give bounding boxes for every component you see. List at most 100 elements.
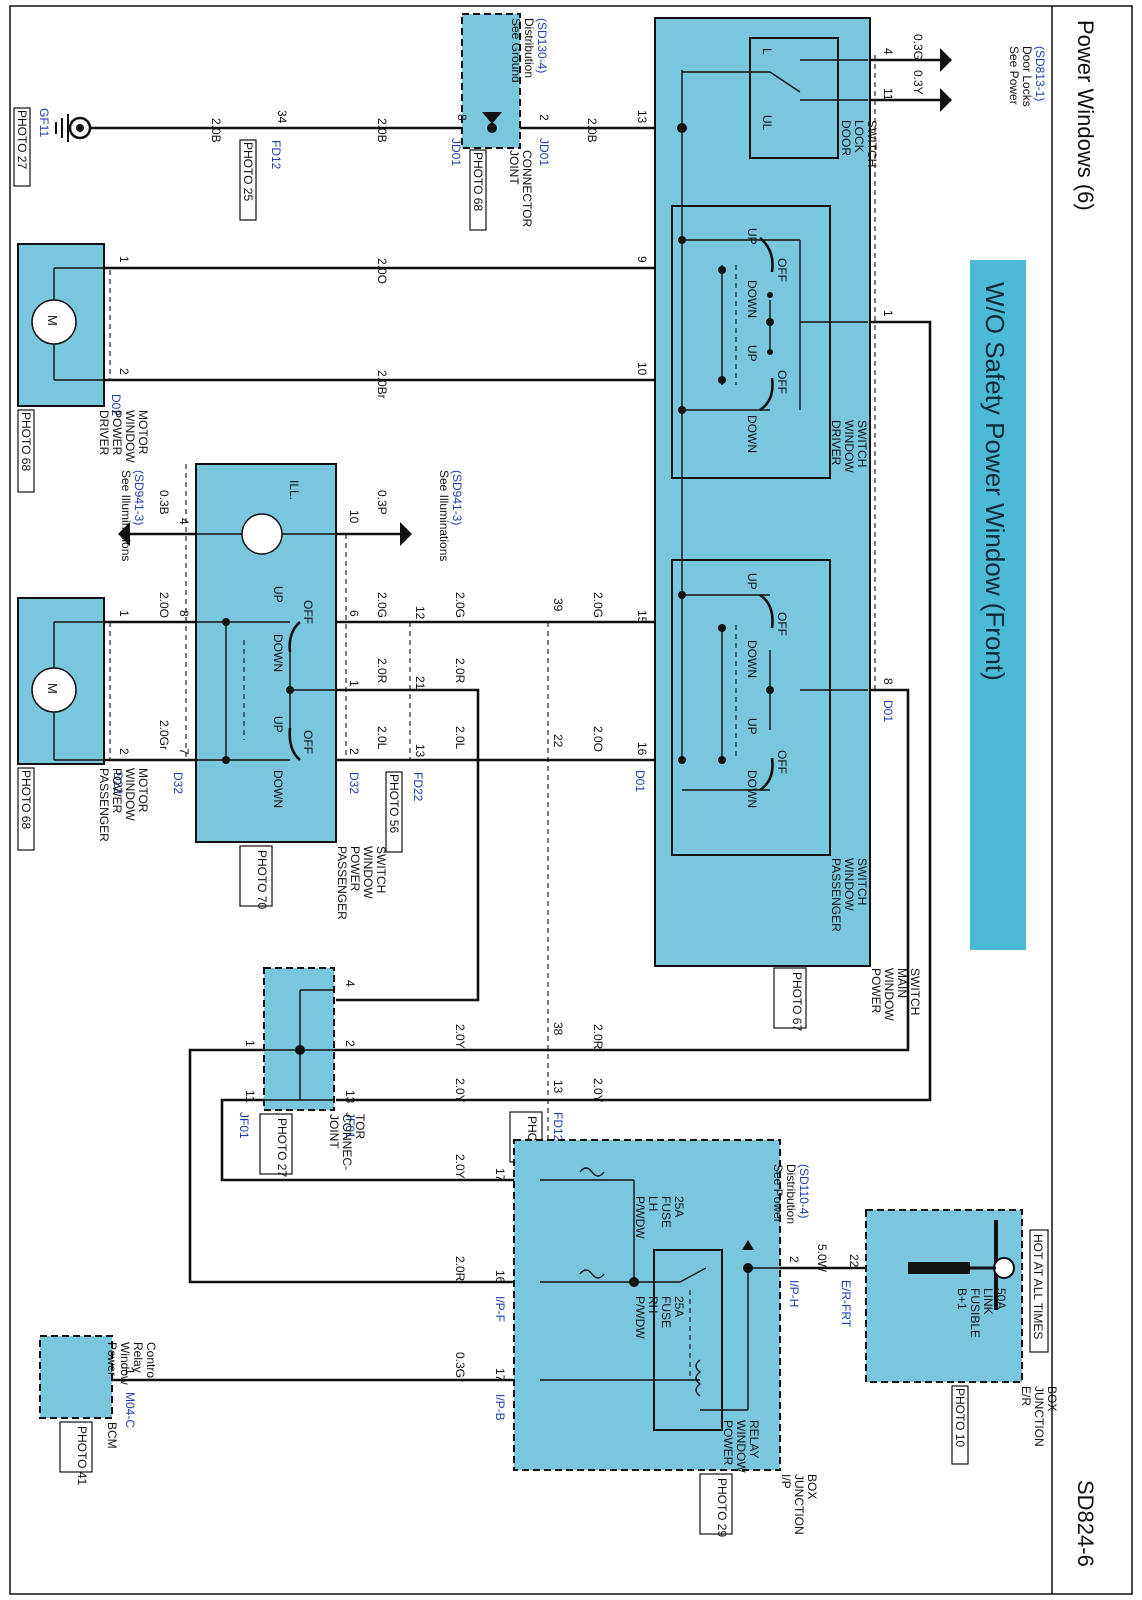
pin-9-main: 9 [635, 256, 649, 263]
page-code: SD824-6 [1073, 1480, 1098, 1567]
wire-2.0R-ip [188, 1048, 514, 1284]
pin-15-main: 15 [635, 610, 649, 624]
arrow-0.3B [118, 522, 130, 546]
svg-text:FUSE: FUSE [659, 1196, 673, 1228]
svg-text:Power: Power [105, 1342, 119, 1376]
passenger-motor-m: M [45, 683, 60, 694]
jf-photo-box [259, 1113, 293, 1175]
pin-17-ipf-a: 17 [493, 1168, 507, 1182]
conn-jf01-b: JF01 [237, 1112, 251, 1139]
drv-dot1 [678, 236, 686, 244]
pin-2-jf: 2 [343, 1040, 357, 1047]
pin-22-fd12: 22 [551, 734, 565, 748]
fusible-link-label: B+1 FUSIBLE LINK 50A [955, 1288, 1008, 1338]
pin-13-main: 13 [635, 110, 649, 124]
relay-label: POWER WINDOW RELAY [721, 1420, 761, 1473]
wire-label-0.3Y: 0.3Y [911, 70, 925, 95]
drv-dot2 [678, 406, 686, 414]
fd22-photo-box [385, 771, 403, 853]
svg-text:(SD941-3): (SD941-3) [132, 470, 146, 525]
psw-dot4 [718, 756, 726, 764]
pp-up-2: UP [271, 716, 285, 733]
svg-text:WINDOW: WINDOW [123, 410, 137, 463]
psw-blade-1 [759, 593, 774, 629]
passenger-motor-photo-box [17, 767, 35, 851]
svg-text:PASSENGER: PASSENGER [829, 858, 843, 932]
driver-motor-photo: PHOTO 68 [19, 412, 33, 471]
bcm-box [39, 1335, 113, 1419]
main-switch-photo: PHOTO 67 [790, 972, 804, 1031]
svg-text:(SD110-4): (SD110-4) [797, 1164, 811, 1218]
bcm-name: BCM [105, 1422, 119, 1449]
pp-dot1 [222, 618, 230, 626]
conn-m04c: M04-C [123, 1392, 137, 1428]
driver-window-switch-label: DRIVER WINDOW SWITCH [829, 420, 869, 473]
fuse-lh-icon [579, 1167, 605, 1177]
svg-text:WINDOW: WINDOW [842, 420, 856, 473]
svg-text:Relay: Relay [131, 1342, 145, 1373]
conn-fd12b: FD12 [551, 1112, 565, 1142]
ip-box-label: I/P JUNCTION BOX [779, 1474, 819, 1535]
jf-photo: PHOTO 27 [275, 1118, 289, 1177]
fd12-photo-box [239, 139, 257, 221]
psw-dot5 [766, 686, 774, 694]
wire-label-2.0B-2: 2.0B [375, 118, 389, 143]
svg-text:CONNEC-: CONNEC- [340, 1114, 354, 1170]
dl-l-label: L [760, 48, 774, 55]
pp-blade-2 [288, 727, 301, 761]
pin-4-dl: 4 [881, 48, 895, 55]
pp-blade-1 [288, 621, 301, 653]
svg-text:(SD130-4): (SD130-4) [535, 18, 549, 73]
wire-2.0R-jf [336, 688, 480, 1002]
pin-17-ipb: 17 [493, 1368, 507, 1382]
wire-label-2.0O-1: 2.0O [375, 258, 389, 284]
pin-11-dl: 11 [881, 88, 895, 101]
svg-text:SWITCH: SWITCH [908, 968, 922, 1015]
ill-bulb-icon [241, 513, 283, 555]
svg-text:LH: LH [646, 1196, 660, 1211]
pin-12-fd22: 12 [413, 606, 427, 620]
wire-label-2.0R-1: 2.0R [375, 658, 389, 684]
pin-6-pp: 6 [347, 610, 361, 617]
er-hot-label: HOT AT ALL TIMES [1031, 1234, 1045, 1339]
joint-connector-jf-box [263, 967, 335, 1111]
ref-door-locks: See Power Door Locks (SD813-1) [1007, 46, 1047, 107]
pin-16-main: 16 [635, 742, 649, 756]
svg-text:SWITCH: SWITCH [865, 120, 879, 167]
pp-off: OFF [301, 600, 315, 624]
driver-motor-m: M [45, 315, 60, 326]
bcm-photo-box [59, 1421, 93, 1473]
svg-text:See Illuminations: See Illuminations [437, 470, 451, 561]
psw-dot2 [678, 756, 686, 764]
ground-gf11-icon [55, 114, 92, 142]
pin-21-fd22: 21 [413, 676, 427, 690]
wire-label-2.0R-3: 2.0R [591, 1024, 605, 1050]
ref-illum-bottom: See Illuminations (SD941-3) [119, 470, 146, 561]
svg-text:WINDOW: WINDOW [123, 768, 137, 821]
pin-1-pm: 1 [117, 610, 131, 617]
relay-coil-icon [695, 1359, 702, 1397]
conn-fd12: FD12 [269, 140, 283, 170]
er-photo-box [951, 1385, 969, 1465]
ip-dot2 [743, 1263, 753, 1273]
psw-dot3 [718, 624, 726, 632]
wire-label-2.0R-4: 2.0R [453, 1256, 467, 1282]
svg-text:JOINT: JOINT [507, 150, 521, 185]
svg-text:WINDOW: WINDOW [882, 968, 896, 1021]
pin-1-main: 1 [881, 310, 895, 317]
svg-text:BOX: BOX [1045, 1386, 1059, 1411]
svg-text:WINDOW: WINDOW [734, 1420, 748, 1473]
pin-38-fd12: 38 [551, 1022, 565, 1036]
pp-dot3 [286, 686, 294, 694]
svg-text:Door Locks: Door Locks [1020, 46, 1034, 107]
banner-text: W/O Safety Power Window (Front) [980, 282, 1010, 681]
dl-dot [677, 123, 687, 133]
ip-photo: PHOTO 29 [715, 1478, 729, 1537]
wire-label-2.0Y-3: 2.0Y [591, 1078, 605, 1103]
svg-text:WINDOW: WINDOW [361, 846, 375, 899]
er-photo: PHOTO 10 [953, 1388, 967, 1447]
wire-label-2.0G-2: 2.0G [453, 592, 467, 618]
psw-up-label: UP [745, 573, 759, 590]
svg-text:See Power: See Power [771, 1164, 785, 1223]
svg-text:FUSIBLE: FUSIBLE [968, 1288, 982, 1338]
